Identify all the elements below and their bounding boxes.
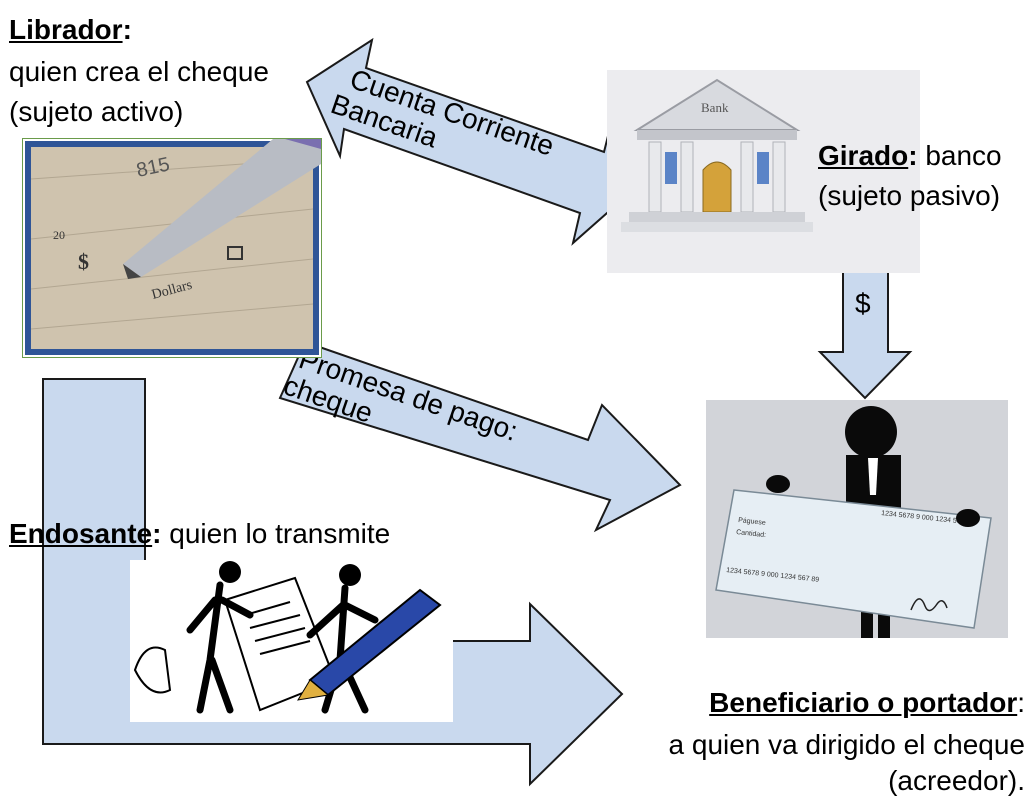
beneficiary-check-amount: Cantidad: <box>736 529 767 539</box>
beneficiario-line2: (acreedor). <box>888 765 1025 796</box>
bank-sign-text: Bank <box>701 100 729 115</box>
librador-term: Librador <box>9 14 123 45</box>
girado-line2: (sujeto pasivo) <box>818 180 1001 211</box>
promesa-de-pago-arrow <box>278 340 682 533</box>
lock-icon <box>227 246 243 260</box>
endosante-rest: quien lo transmite <box>161 518 391 549</box>
pen-icon <box>123 139 321 277</box>
endosante-term: Endosante <box>9 518 153 549</box>
beneficiario-term: Beneficiario o portador <box>709 687 1018 718</box>
girado-title: Girado: banco <box>818 138 1002 174</box>
beneficiario-colon: : <box>1017 687 1025 718</box>
beneficiario-line1: a quien va dirigido el cheque <box>668 729 1025 760</box>
endosante-colon: : <box>152 518 162 549</box>
beneficiary-check-image: 1234 5678 9 000 1234 567 89 Páguese Cant… <box>706 400 1008 638</box>
librador-title: Librador: <box>9 12 132 48</box>
girado-colon: : <box>908 140 918 171</box>
dollar-label: $ <box>855 288 871 319</box>
librador-colon: : <box>122 14 132 45</box>
check-dollar-sign-text: $ <box>78 249 89 274</box>
bank-image: Bank <box>607 70 920 273</box>
endosante-title: Endosante: quien lo transmite <box>9 516 390 552</box>
librador-line1: quien crea el cheque <box>9 56 269 87</box>
endosante-image <box>130 560 453 722</box>
check-writing-image: 20 815 $ Dollars <box>22 138 322 358</box>
girado-term: Girado <box>818 140 909 171</box>
beneficiary-check-payto: Páguese <box>738 517 766 527</box>
check-20-text: 20 <box>53 228 65 242</box>
signature-icon <box>910 598 948 612</box>
girado-rest: banco <box>917 140 1002 171</box>
beneficiario-title: Beneficiario o portador: <box>709 685 1025 721</box>
fountain-pen-icon <box>308 588 442 697</box>
librador-line2: (sujeto activo) <box>9 96 184 127</box>
